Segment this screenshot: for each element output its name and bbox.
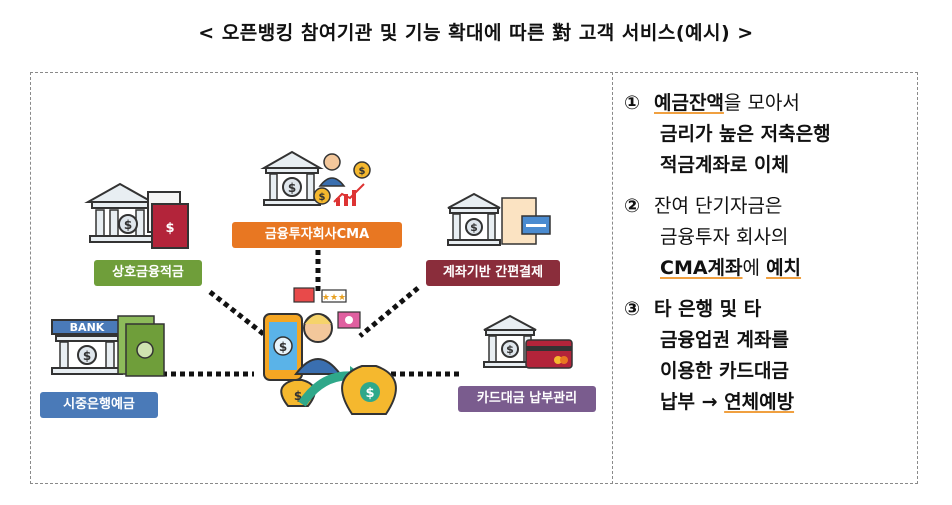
- label-card-pay: 카드대금 납부관리: [458, 386, 596, 412]
- page-title: < 오픈뱅킹 참여기관 및 기능 확대에 따른 對 고객 서비스(예시) >: [198, 22, 754, 44]
- svg-text:$: $: [83, 349, 91, 363]
- service-item-2: ② 잔여 단기자금은 금융투자 회사의 CMA계좌에 예치: [624, 191, 914, 284]
- label-cma: 금융투자회사CMA: [232, 222, 402, 248]
- svg-text:$: $: [359, 166, 366, 177]
- svg-text:★★★: ★★★: [322, 293, 346, 303]
- service-text: 이용한 카드대금: [660, 360, 789, 382]
- service-text: 금융투자 회사의: [660, 226, 789, 248]
- service-emphasis: 예금잔액: [654, 92, 724, 114]
- content-frame: [30, 72, 918, 484]
- service-text: 적금계좌로 이체: [660, 154, 789, 176]
- services-panel: ① 예금잔액을 모아서 금리가 높은 저축은행 적금계좌로 이체 ② 잔여 단기자금…: [624, 88, 914, 428]
- service-text: 금리가 높은 저축은행: [660, 123, 831, 145]
- cma-investment-icon: $ $ $: [260, 150, 371, 206]
- service-text: 에: [742, 257, 767, 279]
- service-number: ③: [624, 298, 641, 320]
- label-bank-deposit: 시중은행예금: [40, 392, 158, 418]
- service-item-3: ③ 타 은행 및 타 금융업권 계좌를 이용한 카드대금 납부 → 연체예방: [624, 294, 914, 418]
- service-text: 납부 →: [660, 391, 725, 413]
- svg-text:$: $: [279, 340, 287, 354]
- service-text: 금융업권 계좌를: [660, 329, 789, 351]
- service-emphasis: CMA계좌: [660, 257, 743, 279]
- savings-bank-icon: $ $: [84, 182, 189, 249]
- bank-sign-text: BANK: [70, 321, 105, 334]
- service-number: ②: [624, 195, 641, 217]
- open-banking-diagram: $ $ $ $ $: [32, 74, 610, 482]
- svg-text:$: $: [470, 221, 478, 234]
- svg-text:$: $: [365, 386, 374, 401]
- bank-deposit-icon: BANK $: [51, 315, 165, 377]
- card-payment-icon: $: [483, 314, 573, 369]
- central-customer-illustration: $ ★★★ $ $: [263, 287, 397, 415]
- connector-lines: [162, 250, 460, 377]
- service-text: 잔여 단기자금은: [654, 195, 783, 217]
- svg-text:$: $: [165, 221, 174, 236]
- panel-divider: [612, 72, 613, 484]
- service-text: 타 은행 및 타: [654, 298, 762, 320]
- service-emphasis: 예치: [766, 257, 802, 279]
- service-number: ①: [624, 92, 641, 114]
- svg-text:$: $: [288, 181, 296, 195]
- label-account-pay: 계좌기반 간편결제: [426, 260, 560, 286]
- service-item-1: ① 예금잔액을 모아서 금리가 높은 저축은행 적금계좌로 이체: [624, 88, 914, 181]
- account-payment-icon: $: [447, 192, 551, 246]
- svg-text:$: $: [124, 218, 132, 232]
- svg-text:$: $: [506, 343, 514, 356]
- label-savings: 상호금융적금: [94, 260, 202, 286]
- service-text: 을 모아서: [723, 92, 800, 114]
- diagram-svg: $ $ $ $ $: [51, 150, 573, 415]
- service-emphasis: 연체예방: [724, 391, 795, 413]
- svg-text:$: $: [294, 389, 302, 403]
- svg-text:$: $: [319, 192, 326, 203]
